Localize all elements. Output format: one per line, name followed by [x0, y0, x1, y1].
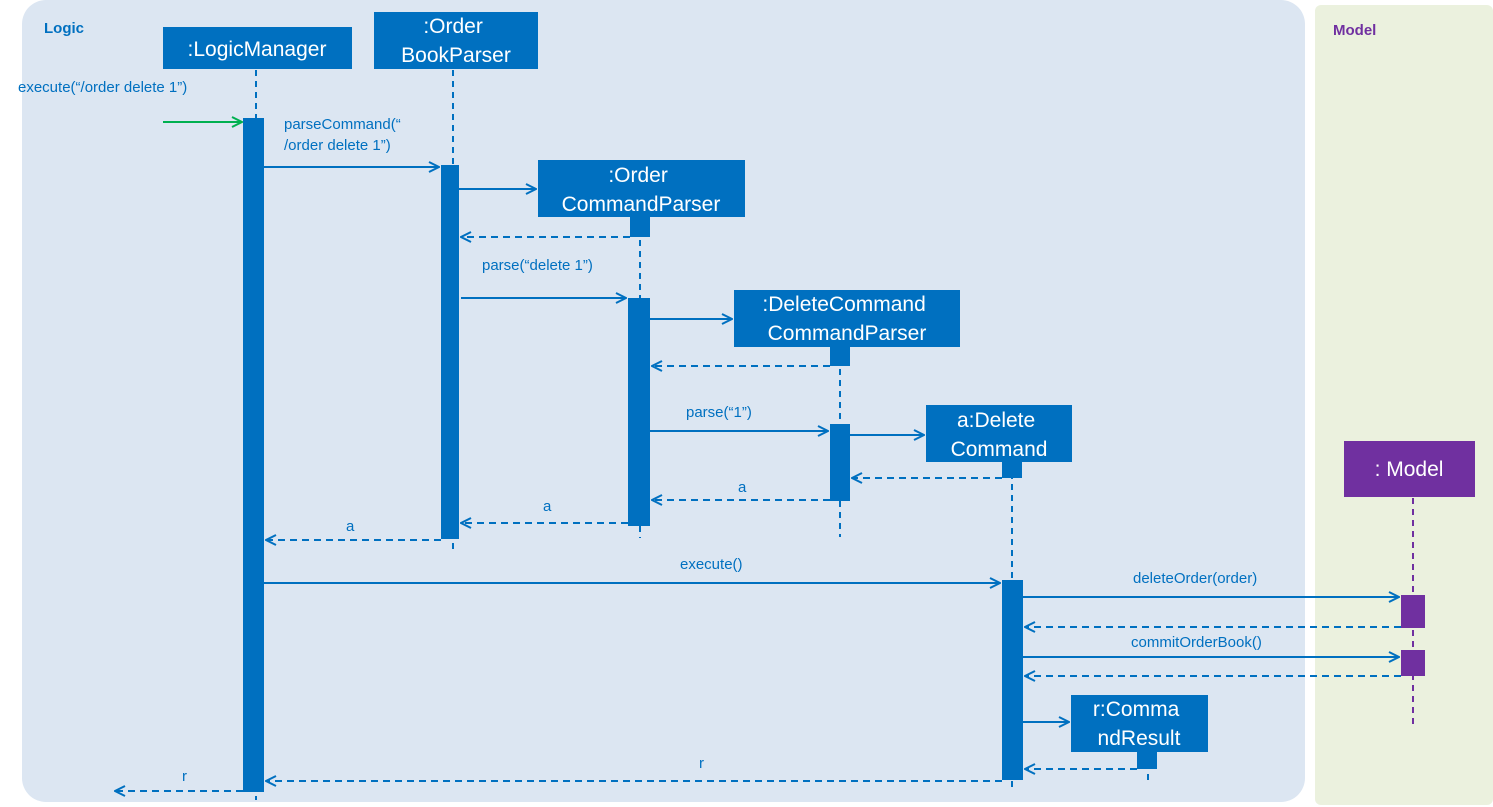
activation-delete-command-parser [830, 424, 850, 501]
label-line: deleteOrder(order) [1133, 570, 1257, 587]
label-return-a-ocp: a [543, 498, 552, 515]
label-return-r-dc: r [699, 755, 704, 772]
participant-label-line: :LogicManager [188, 38, 327, 61]
participant-label-line: : Model [1375, 458, 1444, 481]
activation-order-book-parser [441, 165, 459, 539]
participant-label-line: ndResult [1098, 727, 1181, 750]
participant-logic-manager-box [163, 27, 352, 69]
label-execute: execute() [680, 556, 743, 573]
label-parse-delete: parse(“delete 1”) [482, 257, 593, 274]
label-line: a [543, 498, 552, 515]
participant-delete-command-box [926, 405, 1072, 462]
participant-label-line: :DeleteCommand [762, 293, 925, 316]
participant-label-line: BookParser [401, 44, 511, 67]
participant-label-line: CommandParser [768, 322, 927, 345]
participant-model-box [1344, 441, 1475, 497]
activation-delete-command [1002, 580, 1023, 780]
label-line: r [699, 755, 704, 772]
activation-logic-manager [243, 118, 264, 792]
participant-delete-command-parser: :DeleteCommand CommandParser [762, 293, 931, 345]
activation-delete-command-parser-return [830, 347, 850, 366]
participant-label-line: :Order [608, 164, 668, 187]
label-line: a [738, 479, 747, 496]
participant-command-result: r:Comma ndResult [1093, 698, 1185, 750]
activation-model-delete [1401, 595, 1425, 628]
label-parse-command: parseCommand(“ /order delete 1”) [284, 116, 405, 154]
label-line: execute(“/order delete 1”) [18, 79, 187, 96]
participant-label-line: CommandParser [562, 193, 721, 216]
label-line: execute() [680, 556, 743, 573]
label-execute-input: execute(“/order delete 1”) [18, 79, 187, 96]
activation-command-result [1137, 752, 1157, 769]
label-line: parse(“delete 1”) [482, 257, 593, 274]
logic-frame [22, 0, 1305, 802]
activation-delete-command-return [1002, 462, 1022, 478]
participant-order-command-parser-box [538, 160, 745, 217]
label-return-r-lm: r [182, 768, 187, 785]
participant-label-line: r:Comma [1093, 698, 1180, 721]
activation-order-command-parser [628, 298, 650, 526]
label-line: /order delete 1”) [284, 137, 391, 154]
participant-model: : Model [1375, 458, 1444, 481]
label-line: r [182, 768, 187, 785]
label-line: a [346, 518, 355, 535]
participant-order-book-parser: :Order BookParser [401, 15, 511, 67]
activation-model-commit [1401, 650, 1425, 676]
participant-label-line: :Order [423, 15, 483, 38]
label-line: commitOrderBook() [1131, 634, 1262, 651]
label-parse-one: parse(“1”) [686, 404, 752, 421]
participant-label-line: Command [951, 438, 1048, 461]
label-delete-order: deleteOrder(order) [1133, 570, 1257, 587]
participant-logic-manager: :LogicManager [188, 38, 327, 61]
logic-frame-title: Logic [44, 20, 84, 37]
activation-order-command-parser-return [630, 217, 650, 237]
label-line: parseCommand(“ [284, 116, 401, 133]
participant-delete-command-parser-box [734, 290, 960, 347]
participant-order-command-parser: :Order CommandParser [562, 164, 721, 216]
label-line: parse(“1”) [686, 404, 752, 421]
label-return-a-obp: a [346, 518, 355, 535]
participant-command-result-box [1071, 695, 1208, 752]
participant-order-book-parser-box [374, 12, 538, 69]
label-return-a-dcp: a [738, 479, 747, 496]
model-frame [1315, 5, 1493, 805]
label-commit-order-book: commitOrderBook() [1131, 634, 1262, 651]
model-frame-title: Model [1333, 22, 1376, 39]
participant-label-line: a:Delete [957, 409, 1035, 432]
participant-delete-command: a:Delete Command [951, 409, 1048, 461]
